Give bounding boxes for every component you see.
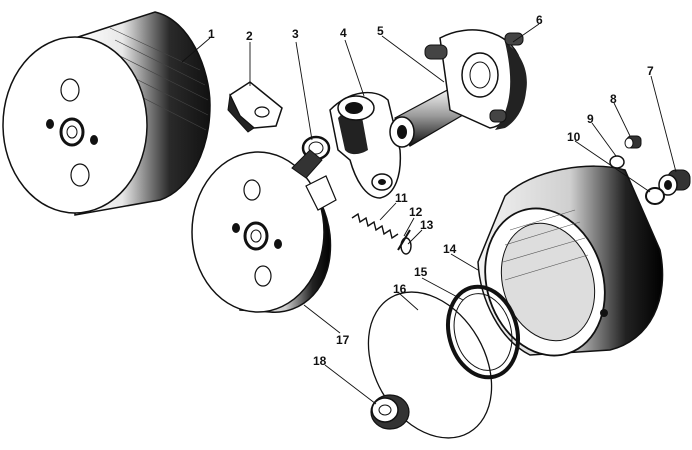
part-8-pin xyxy=(624,135,642,149)
part-4-cam-lever xyxy=(329,91,402,199)
callout-1: 1 xyxy=(208,27,215,41)
part-17-back-plate xyxy=(191,149,337,313)
part-2-bracket xyxy=(227,81,283,133)
callout-labels: 1 2 3 4 5 6 7 8 9 10 11 12 13 14 15 16 1… xyxy=(208,13,654,368)
leader-lines xyxy=(181,23,677,405)
part-14-drum-housing xyxy=(477,165,664,357)
callout-9: 9 xyxy=(587,112,594,126)
part-18-bearing xyxy=(370,394,410,430)
callout-11: 11 xyxy=(395,191,408,205)
part-1-end-cover xyxy=(2,11,211,216)
callout-2: 2 xyxy=(246,29,253,43)
callout-14: 14 xyxy=(443,242,457,256)
part-10-ring xyxy=(645,187,665,205)
part-12-pin xyxy=(397,229,411,251)
part-15-seal-ring xyxy=(446,284,520,380)
part-16-wire-ring xyxy=(367,291,493,439)
callout-5: 5 xyxy=(377,24,384,38)
callout-3: 3 xyxy=(292,27,299,41)
callout-4: 4 xyxy=(340,26,347,40)
callout-18: 18 xyxy=(313,354,327,368)
callout-16: 16 xyxy=(393,282,407,296)
callout-12: 12 xyxy=(409,205,423,219)
callout-10: 10 xyxy=(567,130,581,144)
part-6-flange xyxy=(424,29,527,130)
callout-15: 15 xyxy=(414,265,428,279)
callout-13: 13 xyxy=(420,218,434,232)
part-7-nut xyxy=(658,169,691,196)
part-11-spring xyxy=(351,212,399,240)
callout-6: 6 xyxy=(536,13,543,27)
callout-8: 8 xyxy=(610,92,617,106)
callout-17: 17 xyxy=(336,333,350,347)
callout-7: 7 xyxy=(647,64,654,78)
part-13-clip xyxy=(400,237,412,255)
